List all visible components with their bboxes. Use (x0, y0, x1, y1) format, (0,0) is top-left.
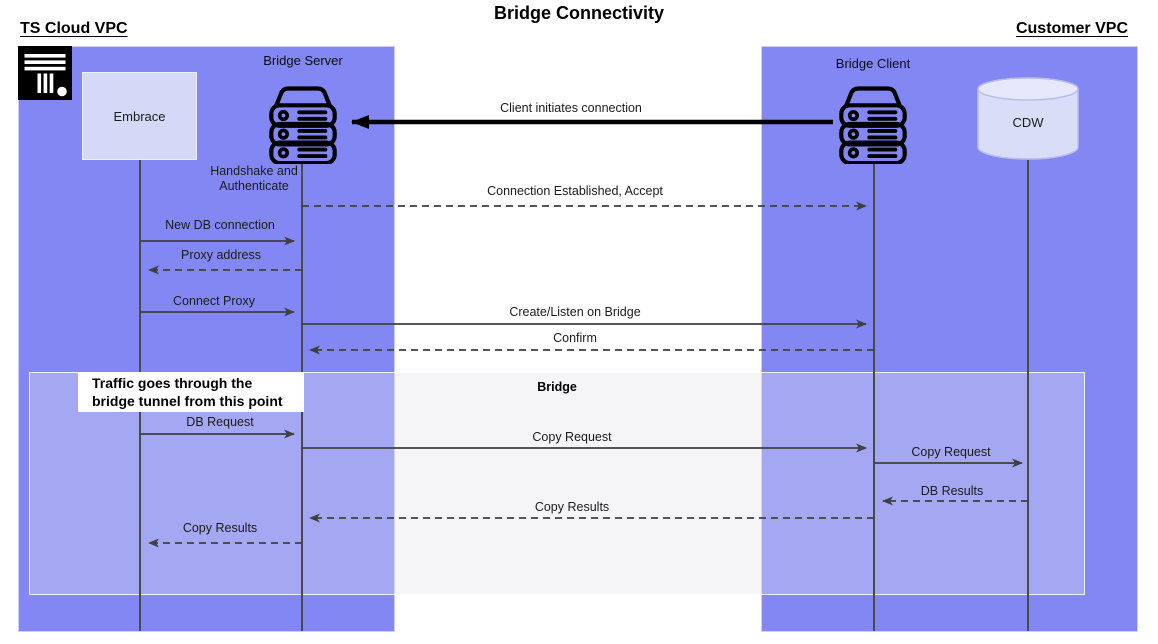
traffic-note: Traffic goes through the bridge tunnel f… (78, 372, 304, 412)
msg-connection-established: Connection Established, Accept (487, 184, 663, 198)
msg-db-results: DB Results (920, 484, 984, 498)
msg-copy-request-mid: Copy Request (532, 430, 612, 444)
msg-connect-proxy: Connect Proxy (173, 294, 255, 308)
msg-create-listen-on-bridge: Create/Listen on Bridge (509, 305, 641, 319)
bridge-client-label: Bridge Client (835, 56, 911, 71)
handshake-note: Handshake and Authenticate (210, 164, 298, 193)
bridge-server-icon (269, 86, 337, 164)
msg-copy-results-mid: Copy Results (534, 500, 610, 514)
msg-proxy-address: Proxy address (181, 248, 261, 262)
page-title: Bridge Connectivity (493, 3, 665, 23)
thoughtspot-logo-icon (18, 46, 72, 100)
msg-new-db-connection: New DB connection (165, 218, 275, 232)
cdw-database-icon: CDW (977, 77, 1079, 160)
embrace-node-label: Embrace (113, 108, 166, 124)
bridge-region-label: Bridge (537, 380, 577, 394)
group-label-customer-vpc: Customer VPC (1015, 20, 1128, 37)
bridge-server-label: Bridge Server (263, 53, 343, 68)
group-label-ts-cloud-vpc: TS Cloud VPC (20, 20, 128, 37)
bridge-client-icon (839, 86, 907, 164)
traffic-note-line1: Traffic goes through the (92, 375, 253, 391)
msg-confirm: Confirm (553, 331, 597, 345)
msg-db-request: DB Request (186, 415, 254, 429)
msg-copy-request-right: Copy Request (911, 445, 991, 459)
embrace-node: Embrace (82, 72, 197, 160)
msg-client-initiates-connection: Client initiates connection (500, 101, 642, 115)
msg-copy-results-left: Copy Results (182, 521, 258, 535)
traffic-note-line2: bridge tunnel from this point (92, 393, 283, 409)
cdw-label: CDW (1012, 115, 1044, 130)
